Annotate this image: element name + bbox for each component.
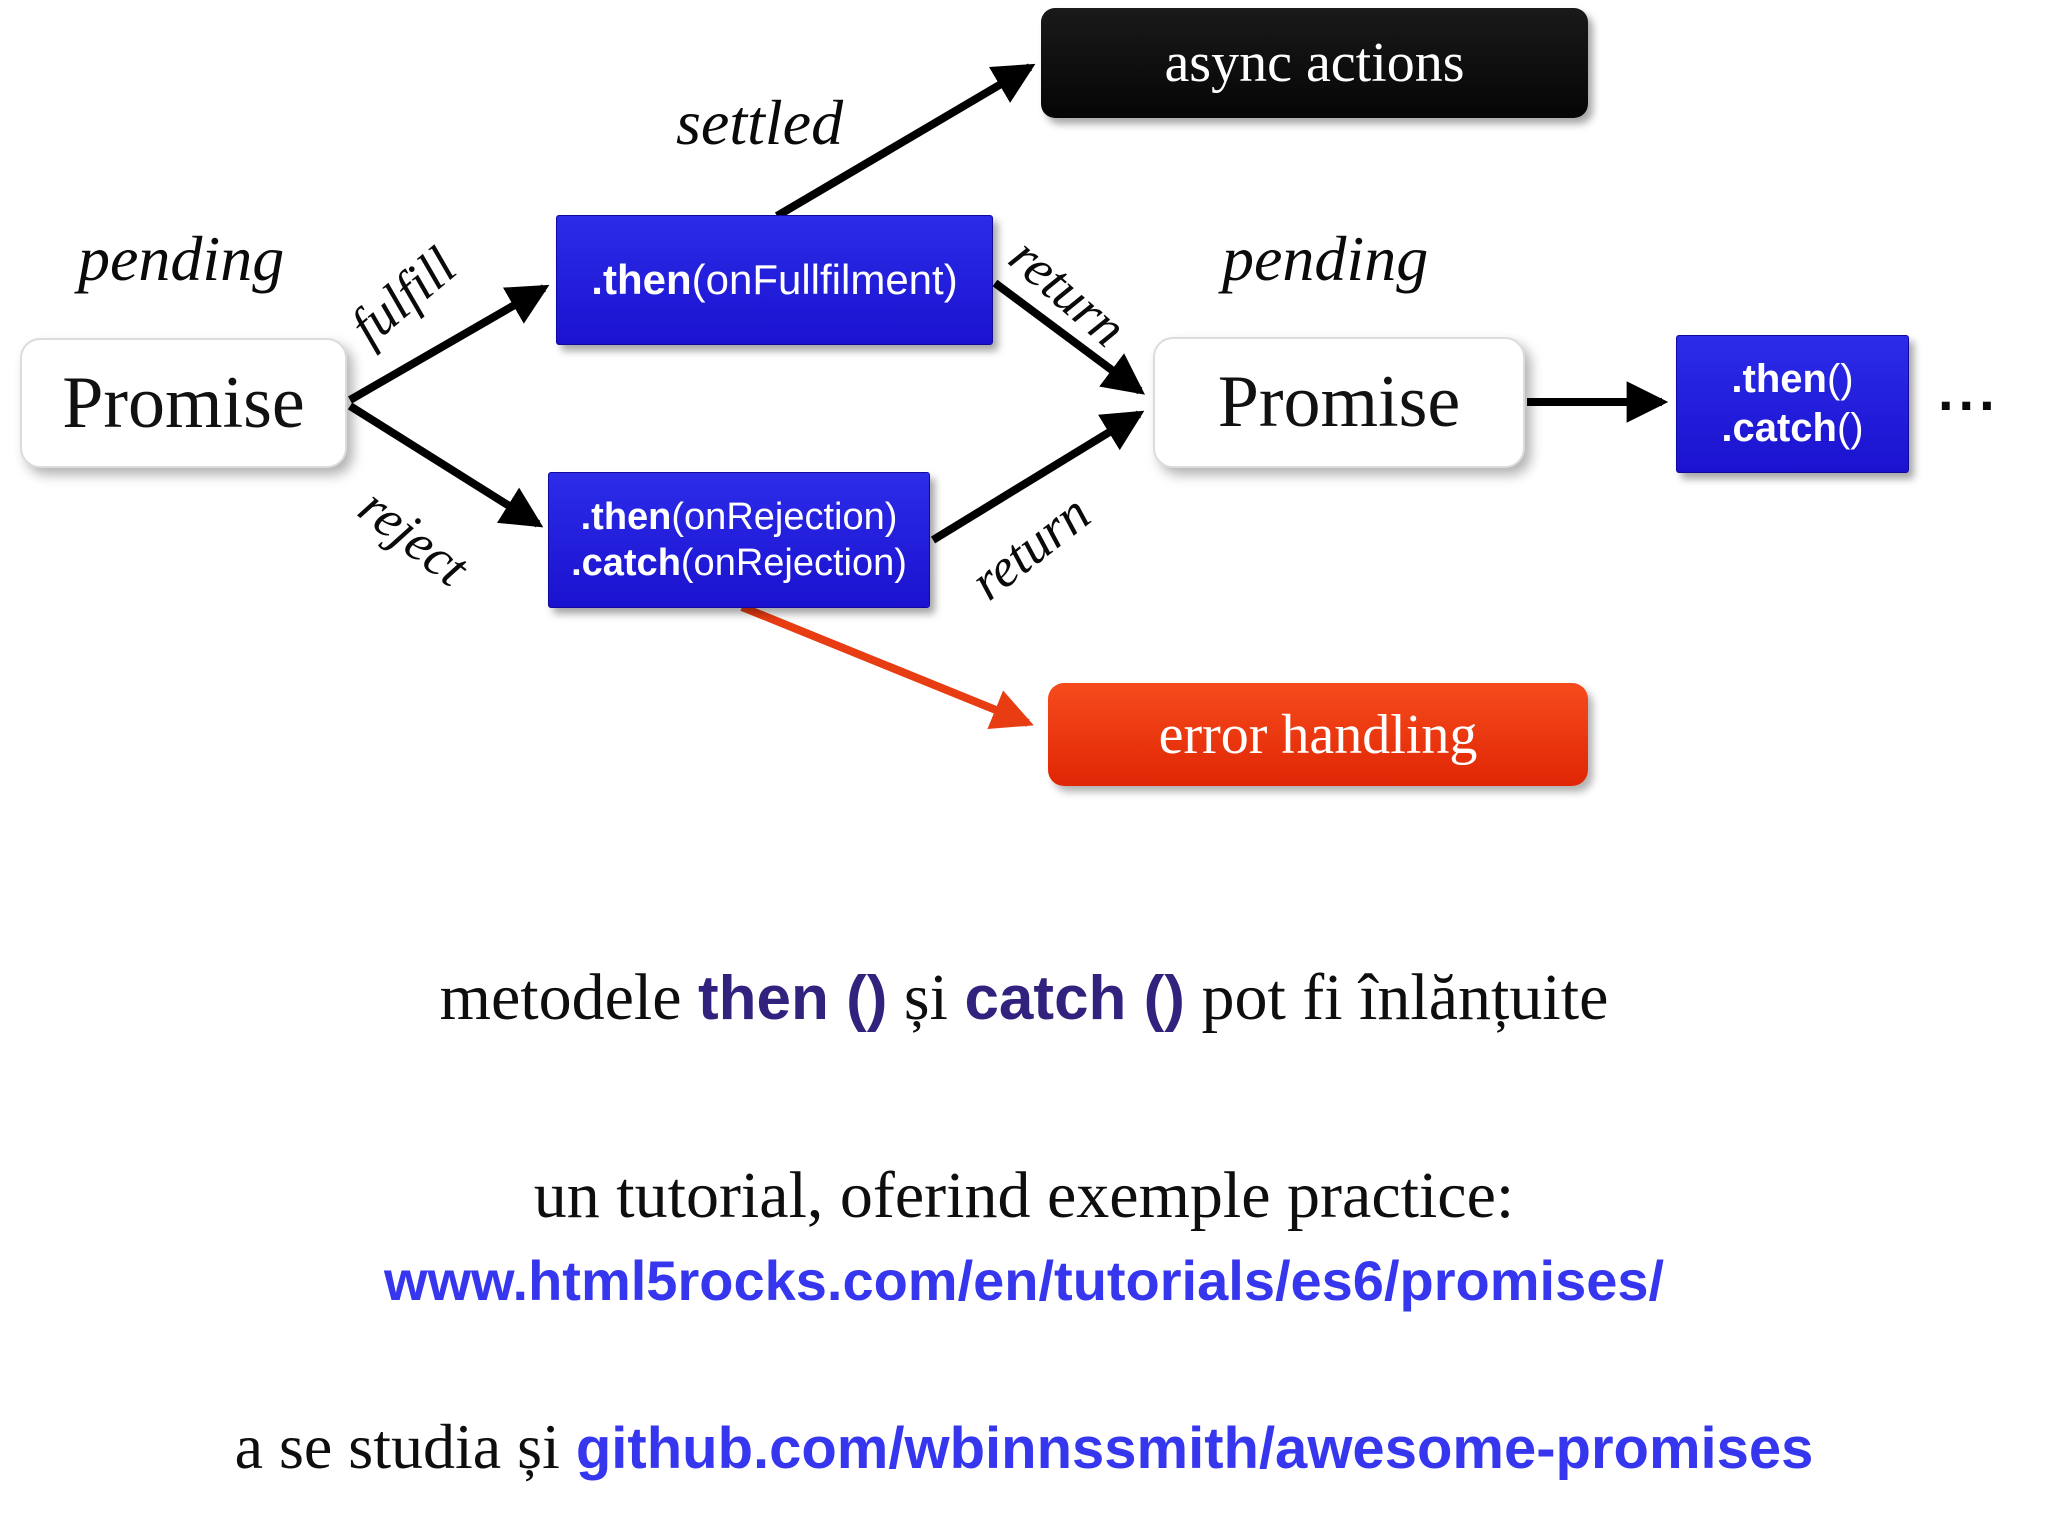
then-args: (onRejection) bbox=[671, 495, 898, 538]
rejection-handlers-box: .then(onRejection) .catch(onRejection) bbox=[548, 472, 930, 608]
chain-continues-ellipsis: ... bbox=[1938, 359, 2000, 422]
catch-parens: () bbox=[1836, 406, 1864, 450]
catch-keyword: .catch bbox=[571, 542, 681, 584]
caption-prefix: metodele bbox=[439, 961, 699, 1034]
fulfill-arrow bbox=[348, 284, 550, 404]
pending-left-label: pending bbox=[78, 223, 285, 294]
catch-keyword: .catch bbox=[1721, 406, 1837, 450]
catch-args: (onRejection) bbox=[680, 542, 907, 584]
chain-then-text: .then() bbox=[1731, 355, 1853, 404]
reject-arrow bbox=[347, 402, 544, 528]
pending-right-label: pending bbox=[1222, 223, 1429, 294]
catch-accent: catch () bbox=[964, 964, 1185, 1033]
then-keyword: .then bbox=[580, 495, 672, 538]
settled-arrow bbox=[774, 63, 1036, 220]
then-keyword: .then bbox=[1731, 357, 1827, 402]
then-fulfilment-text: .then(onFullfilment) bbox=[591, 254, 957, 305]
chain-catch-text: .catch() bbox=[1721, 404, 1863, 453]
catch-rejection-text: .catch(onRejection) bbox=[571, 540, 907, 586]
then-args: (onFullfilment) bbox=[691, 256, 958, 304]
async-actions-box: async actions bbox=[1041, 8, 1588, 118]
caption-study: a se studia și github.com/wbinnssmith/aw… bbox=[0, 1411, 2048, 1482]
html5rocks-link[interactable]: www.html5rocks.com/en/tutorials/es6/prom… bbox=[383, 1249, 1665, 1312]
study-prefix: a se studia și bbox=[234, 1411, 576, 1482]
return-top-arrow bbox=[992, 279, 1146, 395]
caption-suffix: pot fi înlănțuite bbox=[1184, 961, 1609, 1034]
error-handling-box: error handling bbox=[1048, 683, 1588, 786]
error-arrow bbox=[740, 603, 1034, 729]
then-accent: then () bbox=[698, 964, 888, 1033]
promise-left-box: Promise bbox=[20, 338, 347, 468]
promise-right-box: Promise bbox=[1153, 337, 1525, 468]
error-handling-label: error handling bbox=[1158, 703, 1478, 766]
async-actions-label: async actions bbox=[1164, 32, 1465, 94]
caption-tutorial: un tutorial, oferind exemple practice: bbox=[533, 1159, 1515, 1232]
tutorial-link-line: www.html5rocks.com/en/tutorials/es6/prom… bbox=[0, 1250, 2048, 1314]
github-link[interactable]: github.com/wbinnssmith/awesome-promises bbox=[575, 1416, 1814, 1481]
promise-left-label: Promise bbox=[62, 361, 305, 444]
then-rejection-text: .then(onRejection) bbox=[581, 494, 898, 540]
then-keyword: .then bbox=[591, 256, 692, 304]
chain-methods-box: .then() .catch() bbox=[1676, 335, 1909, 473]
settled-label: settled bbox=[676, 87, 844, 158]
return-bottom-arrow bbox=[930, 410, 1145, 544]
caption-middle: și bbox=[887, 961, 965, 1034]
then-fulfilment-box: .then(onFullfilment) bbox=[556, 215, 993, 345]
promise-right-label: Promise bbox=[1217, 361, 1461, 443]
caption-chainable: metodele then () și catch () pot fi înlă… bbox=[0, 961, 2048, 1035]
then-parens: () bbox=[1826, 357, 1854, 402]
